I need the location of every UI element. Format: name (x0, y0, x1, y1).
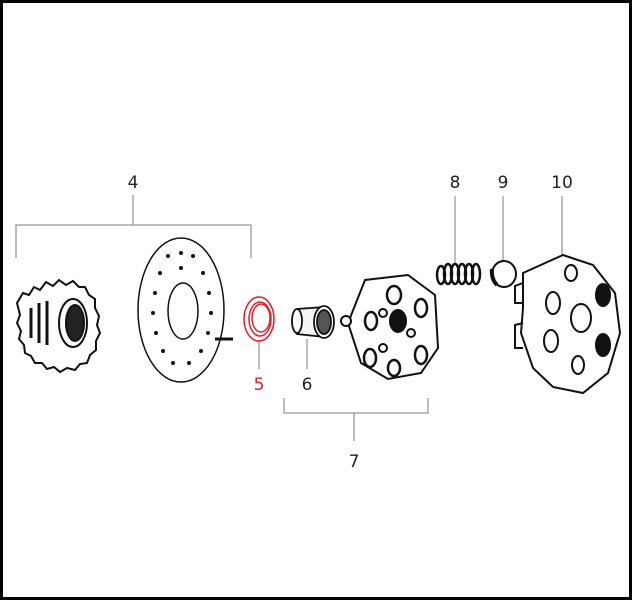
hub-part-7 (340, 273, 440, 381)
callout-7: 7 (348, 452, 360, 472)
bracket-7 (283, 398, 429, 441)
callout-9: 9 (497, 173, 509, 193)
bushing-part-6 (291, 305, 335, 339)
gear-part (15, 278, 102, 374)
callout-6: 6 (301, 375, 313, 395)
cap-part-9 (489, 260, 517, 288)
ring-part-5 (243, 296, 275, 342)
callout-5: 5 (253, 375, 265, 395)
callout-8: 8 (449, 173, 461, 193)
basket-part-10 (514, 253, 622, 395)
spring-part-8 (435, 262, 482, 286)
bracket-4 (15, 195, 252, 258)
diagram-drawing (15, 195, 622, 441)
callout-10: 10 (551, 173, 573, 193)
plate-part (137, 237, 233, 383)
callout-4: 4 (127, 173, 139, 193)
